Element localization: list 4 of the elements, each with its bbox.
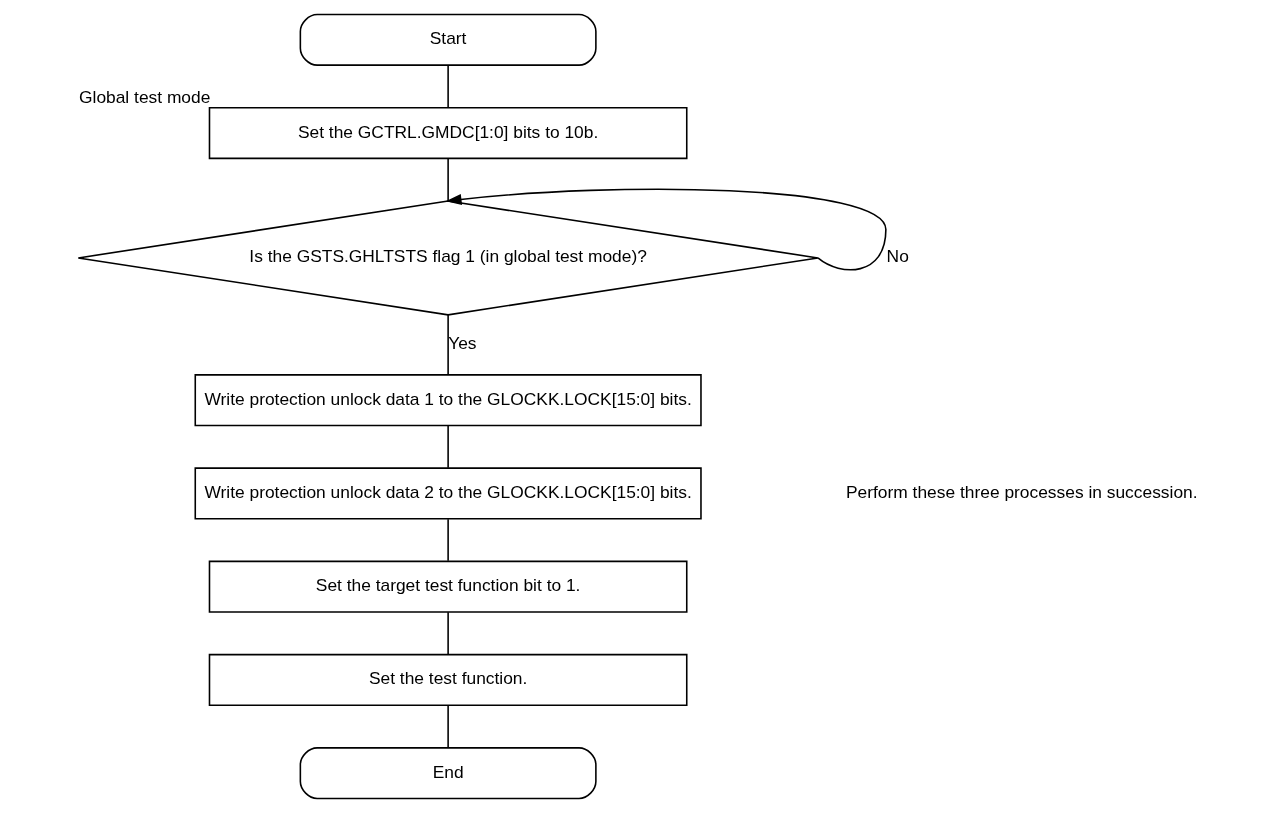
label: Perform these three processes in succession. <box>845 481 1198 502</box>
node-label: Global test mode <box>78 86 210 107</box>
edge-label: No <box>886 246 909 267</box>
edge-label: Yes <box>447 333 477 354</box>
